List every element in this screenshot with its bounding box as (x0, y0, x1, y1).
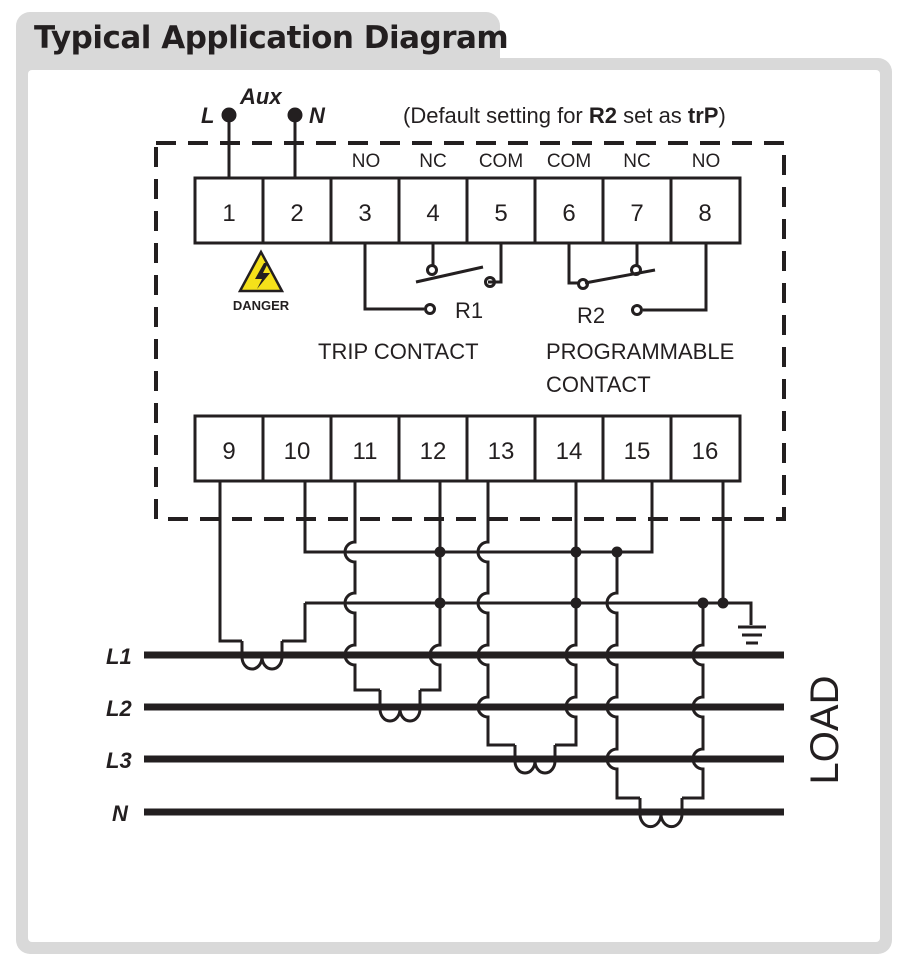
line-l2-label: L2 (106, 696, 132, 721)
power-lines (144, 651, 784, 816)
relay-r2-contact (567, 243, 708, 316)
terminal-6: 6 (562, 200, 575, 227)
terminal-11: 11 (353, 438, 378, 465)
line-l1-label: L1 (106, 644, 132, 669)
terminal-7-label: NC (623, 151, 650, 172)
bottom-terminal-block (193, 414, 742, 483)
junction-dots (434, 546, 729, 609)
current-transformers (240, 641, 684, 829)
ground-icon (738, 625, 766, 645)
terminal-8-label: NO (692, 151, 721, 172)
terminal-5: 5 (494, 200, 507, 227)
page-title: Typical Application Diagram (34, 20, 509, 56)
terminal-9: 9 (222, 438, 235, 465)
default-setting-note: (Default setting for R2 set as trP) (403, 103, 726, 128)
field-wiring (218, 481, 753, 800)
relay-r1-contact (363, 243, 503, 315)
terminal-4: 4 (426, 200, 439, 227)
load-label: LOAD (803, 676, 847, 785)
aux-supply (221, 107, 303, 178)
terminal-3-label: NO (352, 151, 381, 172)
danger-label: DANGER (233, 298, 290, 313)
top-terminal-block (193, 176, 742, 245)
meter-enclosure (154, 141, 786, 521)
danger-warning-icon (237, 249, 285, 293)
terminal-8: 8 (698, 200, 711, 227)
terminal-6-label: COM (547, 151, 591, 172)
terminal-3: 3 (358, 200, 371, 227)
line-l3-label: L3 (106, 748, 132, 773)
programmable-contact-label-2: CONTACT (546, 372, 651, 397)
relay-r2-label: R2 (577, 303, 605, 328)
terminal-14: 14 (556, 438, 583, 465)
aux-n-label: N (309, 103, 326, 128)
terminal-12: 12 (420, 438, 447, 465)
terminal-5-label: COM (479, 151, 523, 172)
trip-contact-label: TRIP CONTACT (318, 339, 479, 364)
terminal-7: 7 (630, 200, 643, 227)
aux-label: Aux (239, 84, 282, 109)
terminal-13: 13 (488, 438, 515, 465)
terminal-16: 16 (692, 438, 719, 465)
aux-l-label: L (201, 103, 214, 128)
terminal-2: 2 (290, 200, 303, 227)
line-n-label: N (112, 801, 129, 826)
terminal-15: 15 (624, 438, 651, 465)
relay-r1-label: R1 (455, 298, 483, 323)
title-tab (16, 12, 500, 72)
terminal-1: 1 (222, 200, 235, 227)
programmable-contact-label-1: PROGRAMMABLE (546, 339, 734, 364)
terminal-4-label: NC (419, 151, 446, 172)
terminal-10: 10 (284, 438, 311, 465)
